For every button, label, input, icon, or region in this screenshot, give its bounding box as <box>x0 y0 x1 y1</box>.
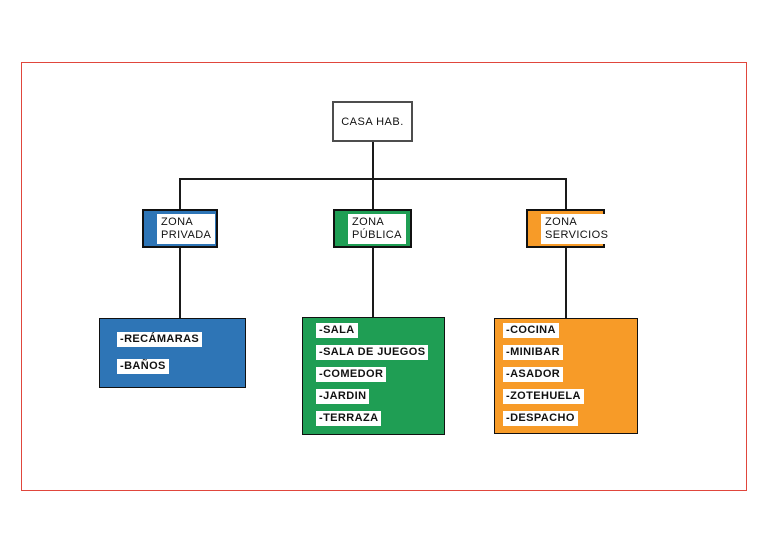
connector-root-stem <box>372 142 374 178</box>
zone-label-line1: ZONA <box>545 215 578 228</box>
items-box-privada: -RECÁMARAS -BAÑOS <box>99 318 246 388</box>
list-item: -COMEDOR <box>316 367 387 382</box>
list-item: -DESPACHO <box>503 411 578 426</box>
zone-label-line2: PÚBLICA <box>352 228 402 241</box>
zone-label-line2: PRIVADA <box>161 228 212 241</box>
zone-label-line1: ZONA <box>352 215 385 228</box>
connector-drop-privada <box>179 178 181 209</box>
zone-label-privada: ZONA PRIVADA <box>157 213 216 244</box>
list-item: -BAÑOS <box>117 359 169 374</box>
items-box-servicios: -COCINA -MINIBAR -ASADOR -ZOTEHUELA -DES… <box>494 318 638 434</box>
root-node-label: CASA HAB. <box>341 115 404 128</box>
list-item: -JARDIN <box>316 389 370 404</box>
zone-box-servicios: ZONA SERVICIOS <box>526 209 613 248</box>
connector-stem-servicios <box>565 248 567 318</box>
list-item: -ZOTEHUELA <box>503 389 584 404</box>
list-item: -COCINA <box>503 323 559 338</box>
items-box-publica: -SALA -SALA DE JUEGOS -COMEDOR -JARDIN -… <box>302 317 445 435</box>
connector-drop-servicios <box>565 178 567 209</box>
zone-label-servicios: ZONA SERVICIOS <box>541 213 613 244</box>
zone-box-publica: ZONA PÚBLICA <box>333 209 412 248</box>
list-item: -TERRAZA <box>316 411 382 426</box>
connector-stem-publica <box>372 248 374 317</box>
list-item: -RECÁMARAS <box>117 332 203 347</box>
list-item: -SALA DE JUEGOS <box>316 345 429 360</box>
list-item: -ASADOR <box>503 367 564 382</box>
zone-label-publica: ZONA PÚBLICA <box>348 213 406 244</box>
root-node-casa-hab: CASA HAB. <box>332 101 413 142</box>
zone-box-privada: ZONA PRIVADA <box>142 209 218 248</box>
red-border-frame <box>21 62 747 491</box>
zone-label-line1: ZONA <box>161 215 194 228</box>
connector-stem-privada <box>179 248 181 318</box>
connector-drop-publica <box>372 178 374 209</box>
zone-label-line2: SERVICIOS <box>545 228 609 241</box>
list-item: -MINIBAR <box>503 345 563 360</box>
list-item: -SALA <box>316 323 358 338</box>
